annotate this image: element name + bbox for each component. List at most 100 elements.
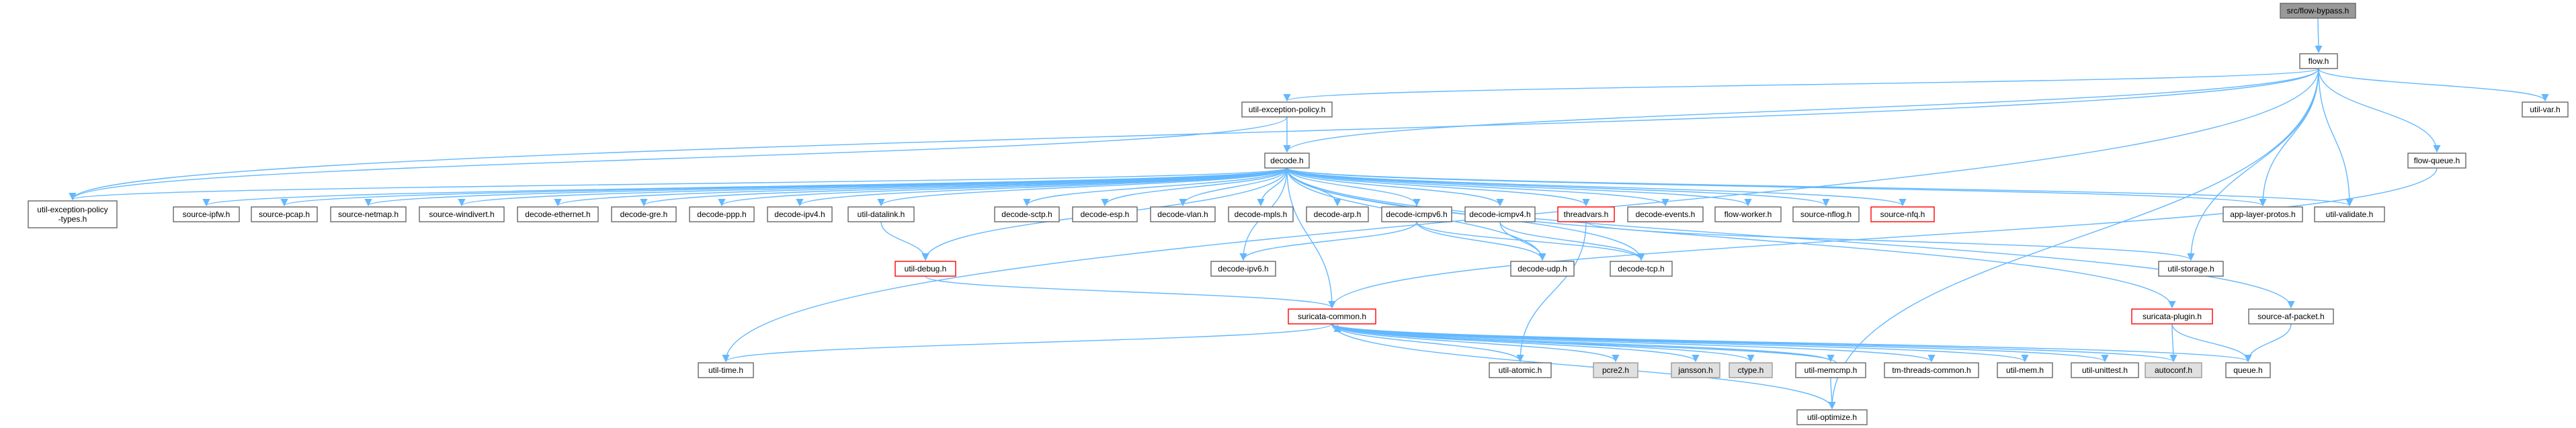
node-box (1150, 206, 1216, 222)
node-tm-threads-common-h[interactable]: tm-threads-common.h (1884, 362, 1979, 378)
node-util-optimize-h[interactable]: util-optimize.h (1796, 409, 1868, 425)
node-label: decode-vlan.h (1157, 210, 1208, 219)
node-decode-ipv6-h[interactable]: decode-ipv6.h (1210, 261, 1276, 277)
node-label: util-var.h (2530, 105, 2560, 114)
node-label: util-atomic.h (1499, 366, 1542, 375)
node-app-layer-protos-h[interactable]: app-layer-protos.h (2222, 206, 2303, 222)
edge-suricata-common-h-to-util-unittest-h (1331, 323, 2109, 363)
node-decode-ipv4-h[interactable]: decode-ipv4.h (767, 206, 833, 222)
node-box (2225, 362, 2271, 378)
edge-flow-h-to-util-validate-h (2318, 68, 2354, 207)
node-label: app-layer-protos.h (2230, 210, 2295, 219)
node-box (1593, 362, 1638, 378)
node-source-pcap-h[interactable]: source-pcap.h (251, 206, 318, 222)
node-box (1228, 206, 1294, 222)
node-box (1464, 206, 1536, 222)
node-util-mem-h[interactable]: util-mem.h (1997, 362, 2053, 378)
node-decode-ethernet-h[interactable]: decode-ethernet.h (517, 206, 599, 222)
node-label: util-memcmp.h (1804, 366, 1858, 375)
node-decode-h[interactable]: decode.h (1264, 153, 1310, 169)
node-decode-vlan-h[interactable]: decode-vlan.h (1150, 206, 1216, 222)
node-suricata-common-h[interactable]: suricata-common.h (1288, 308, 1376, 325)
node-box (2131, 308, 2213, 325)
node-decode-udp-h[interactable]: decode-udp.h (1510, 261, 1575, 277)
node-util-time-h[interactable]: util-time.h (698, 362, 754, 378)
node-decode-esp-h[interactable]: decode-esp.h (1072, 206, 1138, 222)
node-queue-h[interactable]: queue.h (2225, 362, 2271, 378)
node-util-exception-policy-types-h[interactable]: util-exception-policy-types.h (28, 200, 118, 228)
edge-suricata-plugin-h-to-autoconf-h (2169, 323, 2177, 363)
edge-flow-h-to-app-layer-protos-h (2259, 68, 2319, 207)
node-label: source-pcap.h (259, 210, 310, 219)
edge-flow-h-to-util-storage-h (2187, 68, 2319, 261)
edge-decode-h-to-decode-ipv4-h (796, 167, 1288, 207)
node-source-netmap-h[interactable]: source-netmap.h (330, 206, 407, 222)
node-util-debug-h[interactable]: util-debug.h (895, 261, 956, 277)
edge-decode-h-to-decode-icmpv6-h (1286, 167, 1421, 207)
node-box (2280, 3, 2356, 19)
node-box (1792, 206, 1860, 222)
node-label: decode-ipv6.h (1218, 264, 1268, 273)
node-suricata-plugin-h[interactable]: suricata-plugin.h (2131, 308, 2213, 325)
node-jansson-h[interactable]: jansson.h (1671, 362, 1720, 378)
node-label: util-exception-policy.h (1249, 105, 1326, 114)
node-util-exception-policy-h[interactable]: util-exception-policy.h (1241, 101, 1333, 118)
node-flow-queue-h[interactable]: flow-queue.h (2407, 153, 2466, 169)
node-decode-sctp-h[interactable]: decode-sctp.h (994, 206, 1060, 222)
node-label: decode-ppp.h (697, 210, 746, 219)
node-box (2222, 206, 2303, 222)
node-decode-tcp-h[interactable]: decode-tcp.h (1610, 261, 1673, 277)
node-box (1381, 206, 1452, 222)
node-decode-events-h[interactable]: decode-events.h (1627, 206, 1704, 222)
edge-util-debug-h-to-suricata-common-h (925, 275, 1336, 309)
node-flow-bypass-h[interactable]: src/flow-bypass.h (2280, 3, 2356, 19)
node-label: decode-mpls.h (1235, 210, 1288, 219)
edge-suricata-common-h-to-pcre2-h (1331, 323, 1620, 363)
edge-flow-h-to-decode-h (1283, 68, 2319, 153)
node-util-atomic-h[interactable]: util-atomic.h (1489, 362, 1552, 378)
edge-decode-h-to-flow-worker-h (1286, 167, 1752, 207)
node-decode-icmpv6-h[interactable]: decode-icmpv6.h (1381, 206, 1452, 222)
node-source-nflog-h[interactable]: source-nflog.h (1792, 206, 1860, 222)
node-label: util-time.h (708, 366, 743, 375)
edge-decode-h-to-suricata-plugin-h (1286, 167, 2176, 309)
node-box (698, 362, 754, 378)
node-flow-h[interactable]: flow.h (2299, 53, 2338, 69)
node-util-unittest-h[interactable]: util-unittest.h (2071, 362, 2139, 378)
node-util-storage-h[interactable]: util-storage.h (2158, 261, 2224, 277)
node-box (2071, 362, 2139, 378)
edge-decode-h-to-decode-icmpv4-h (1286, 167, 1504, 207)
node-label: decode-udp.h (1518, 264, 1567, 273)
node-source-windivert-h[interactable]: source-windivert.h (419, 206, 505, 222)
node-label: source-netmap.h (338, 210, 399, 219)
node-autoconf-h[interactable]: autoconf.h (2145, 362, 2202, 378)
node-ctype-h[interactable]: ctype.h (1729, 362, 1773, 378)
node-box (2145, 362, 2202, 378)
node-source-nfq-h[interactable]: source-nfq.h (1870, 206, 1935, 222)
node-decode-mpls-h[interactable]: decode-mpls.h (1228, 206, 1294, 222)
node-flow-worker-h[interactable]: flow-worker.h (1714, 206, 1782, 222)
node-util-validate-h[interactable]: util-validate.h (2314, 206, 2385, 222)
node-decode-arp-h[interactable]: decode-arp.h (1306, 206, 1369, 222)
node-pcre2-h[interactable]: pcre2.h (1593, 362, 1638, 378)
edge-decode-h-to-decode-sctp-h (1023, 167, 1288, 207)
node-label: flow.h (2309, 56, 2329, 66)
node-util-memcmp-h[interactable]: util-memcmp.h (1795, 362, 1866, 378)
node-decode-ppp-h[interactable]: decode-ppp.h (689, 206, 755, 222)
edge-flow-h-to-util-exception-policy-h (1284, 68, 2319, 102)
edge-decode-h-to-decode-vlan-h (1179, 167, 1288, 207)
edge-util-datalink-h-to-util-debug-h (880, 221, 929, 261)
edge-flow-h-to-flow-queue-h (2318, 68, 2441, 153)
node-source-af-packet-h[interactable]: source-af-packet.h (2248, 308, 2334, 325)
node-source-ipfw-h[interactable]: source-ipfw.h (173, 206, 240, 222)
node-util-datalink-h[interactable]: util-datalink.h (847, 206, 915, 222)
node-box (689, 206, 755, 222)
node-decode-gre-h[interactable]: decode-gre.h (611, 206, 677, 222)
node-label: util-mem.h (2006, 366, 2044, 375)
edge-suricata-common-h-to-util-memcmp-h (1331, 323, 1835, 363)
edge-decode-h-to-source-nflog-h (1286, 167, 1830, 207)
node-util-var-h[interactable]: util-var.h (2522, 101, 2569, 118)
edge-decode-h-to-suricata-common-h (1286, 167, 1336, 309)
node-threadvars-h[interactable]: threadvars.h (1557, 206, 1615, 222)
node-decode-icmpv4-h[interactable]: decode-icmpv4.h (1464, 206, 1536, 222)
